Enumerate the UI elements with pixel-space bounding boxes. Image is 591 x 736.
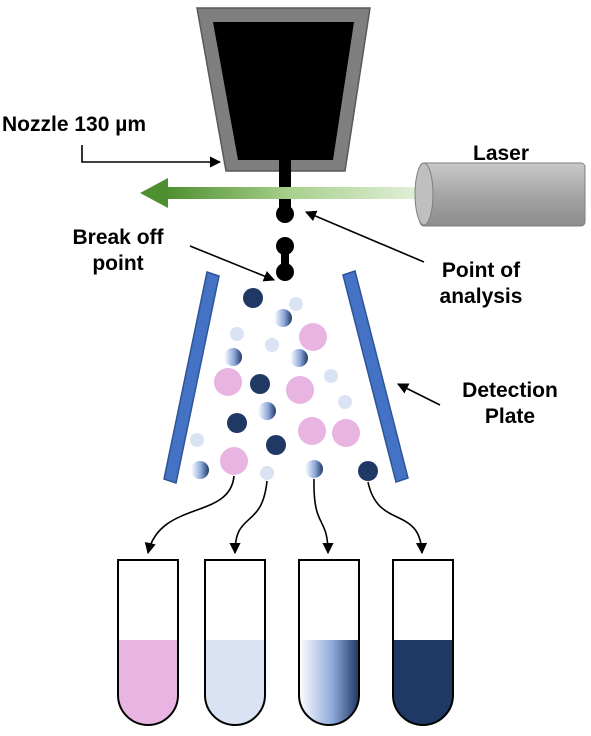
cell-light-blue — [190, 433, 204, 447]
detection-plate-label-line1: Detection — [462, 379, 558, 402]
cell-dark-blue — [358, 461, 378, 481]
cell-dark-blue — [227, 413, 247, 433]
break-off-label: Break off point — [58, 225, 178, 277]
cell-gradient — [290, 349, 308, 367]
break-off-arrow — [189, 245, 276, 282]
sort-arrow-gradient — [313, 478, 334, 555]
cell-pink — [220, 447, 248, 475]
tube-pink — [117, 559, 179, 726]
break-off-label-line2: point — [92, 252, 144, 275]
nozzle-label: Nozzle 130 µm — [2, 113, 146, 136]
sort-arrow-pink — [144, 475, 235, 555]
nozzle-arrow — [81, 145, 222, 168]
cell-dark-blue — [266, 435, 286, 455]
laser-beam — [140, 178, 420, 208]
cell-light-blue — [338, 395, 352, 409]
cell-light-blue — [324, 369, 338, 383]
cell-light-blue — [289, 297, 303, 311]
cell-pink — [332, 419, 360, 447]
tube-light-blue — [204, 559, 266, 726]
nozzle-stream — [279, 160, 291, 210]
cell-light-blue — [265, 338, 279, 352]
cell-light-blue — [260, 466, 274, 480]
detection-plate-arrow — [396, 383, 441, 406]
collection-tubes — [117, 559, 454, 726]
cell-light-blue — [230, 327, 244, 341]
cell-pink — [286, 376, 314, 404]
cell-dark-blue — [250, 374, 270, 394]
cell-gradient — [305, 460, 323, 478]
nozzle — [196, 7, 371, 210]
cell-pink — [299, 323, 327, 351]
cell-pink — [298, 417, 326, 445]
cell-gradient — [191, 461, 209, 479]
laser-device — [414, 162, 586, 227]
label-arrows — [81, 145, 441, 406]
tube-dark-blue — [392, 559, 454, 726]
tube-gradient — [298, 559, 360, 726]
cell-gradient — [258, 402, 276, 420]
cell-gradient — [274, 309, 292, 327]
detection-plates — [163, 270, 409, 484]
point-of-analysis-arrow — [304, 210, 425, 263]
point-of-analysis-label-line1: Point of — [441, 259, 521, 282]
stream-droplets — [276, 205, 294, 281]
cells — [190, 288, 378, 481]
cell-pink — [214, 368, 242, 396]
detection-plate-label: Detection Plate — [446, 378, 574, 430]
point-of-analysis-label-line2: analysis — [439, 285, 523, 308]
sort-arrows — [144, 475, 428, 555]
detection-plate-label-line2: Plate — [484, 405, 536, 428]
cell-gradient — [224, 348, 242, 366]
point-of-analysis-label: Point of analysis — [423, 258, 539, 310]
nozzle-core — [213, 22, 354, 160]
detection-plate-left — [163, 271, 220, 484]
cell-dark-blue — [243, 288, 263, 308]
sort-arrow-light-blue — [229, 480, 268, 555]
laser-label: Laser — [473, 142, 530, 165]
sort-arrow-dark-blue — [367, 481, 428, 555]
detection-plate-right — [342, 270, 409, 483]
break-off-label-line1: Break off — [72, 226, 164, 249]
